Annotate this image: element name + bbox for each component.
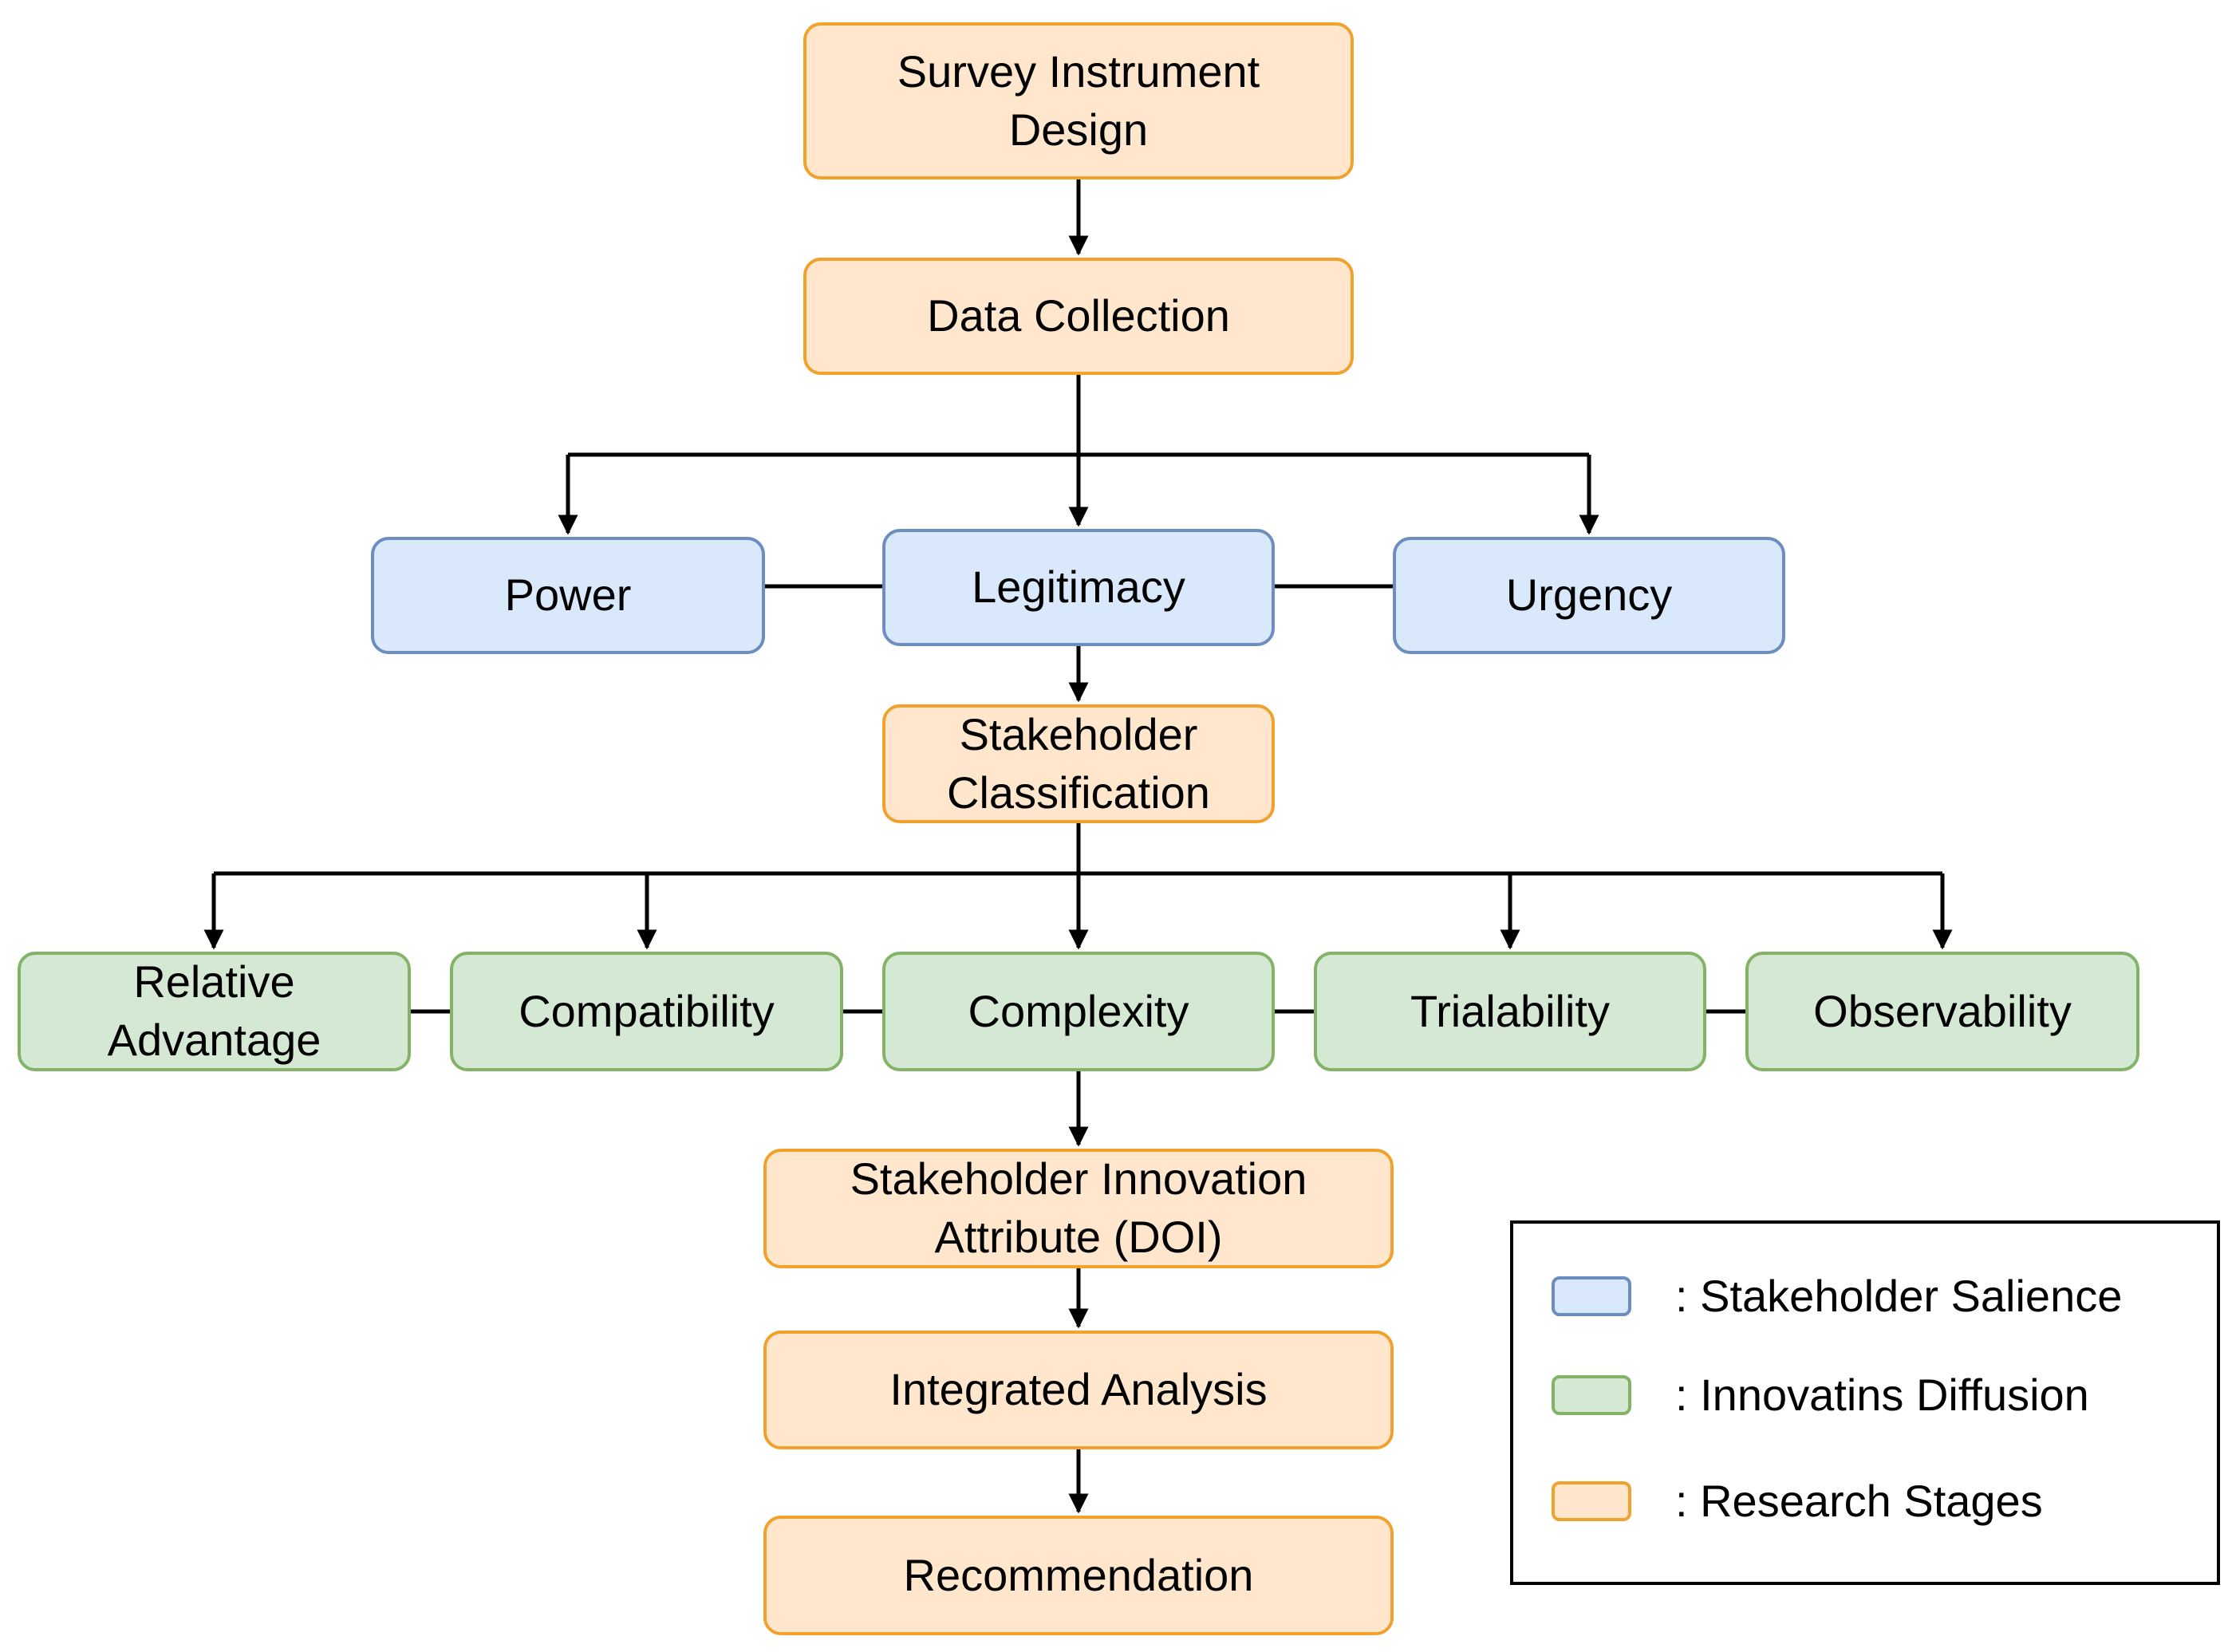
survey-instrument-design-label: Survey Instrument Design	[897, 45, 1260, 155]
urgency-node: Urgency	[1393, 537, 1785, 654]
compatibility-node: Compatibility	[450, 952, 843, 1071]
legend-swatch-diffusion	[1552, 1374, 1631, 1415]
legitimacy-label: Legitimacy	[972, 562, 1185, 613]
stakeholder-innovation-attribute-label: Stakeholder Innovation Attribute (DOI)	[850, 1153, 1307, 1262]
trialability-node: Trialability	[1314, 952, 1706, 1071]
complexity-node: Complexity	[882, 952, 1275, 1071]
recommendation-node: Recommendation	[763, 1516, 1394, 1635]
observability-label: Observability	[1813, 985, 2072, 1036]
legend-swatch-salience	[1552, 1275, 1631, 1316]
legend-label-research: : Research Stages	[1675, 1476, 2043, 1526]
data-collection-label: Data Collection	[927, 290, 1230, 341]
legend-row-salience: : Stakeholder Salience	[1513, 1270, 2122, 1322]
legitimacy-node: Legitimacy	[882, 529, 1275, 646]
trialability-label: Trialability	[1410, 985, 1610, 1036]
legend-row-diffusion: : Innovatins Diffusion	[1513, 1369, 2089, 1421]
compatibility-label: Compatibility	[519, 985, 775, 1036]
power-node: Power	[371, 537, 765, 654]
integrated-analysis-label: Integrated Analysis	[889, 1364, 1268, 1415]
complexity-label: Complexity	[968, 985, 1189, 1036]
observability-node: Observability	[1745, 952, 2139, 1071]
legend-label-salience: : Stakeholder Salience	[1675, 1271, 2123, 1321]
relative-advantage-node: Relative Advantage	[18, 952, 411, 1071]
legend-swatch-research	[1552, 1480, 1631, 1521]
data-collection-node: Data Collection	[803, 258, 1354, 375]
legend-label-diffusion: : Innovatins Diffusion	[1675, 1370, 2089, 1420]
integrated-analysis-node: Integrated Analysis	[763, 1331, 1394, 1449]
stakeholder-innovation-attribute-node: Stakeholder Innovation Attribute (DOI)	[763, 1149, 1394, 1268]
urgency-label: Urgency	[1505, 570, 1673, 621]
stakeholder-classification-node: Stakeholder Classification	[882, 704, 1275, 823]
legend-row-research: : Research Stages	[1513, 1475, 2043, 1527]
survey-instrument-design-node: Survey Instrument Design	[803, 22, 1354, 179]
relative-advantage-label: Relative Advantage	[107, 956, 321, 1065]
power-label: Power	[504, 570, 632, 621]
legend: : Stakeholder Salience : Innovatins Diff…	[1510, 1220, 2220, 1585]
stakeholder-classification-label: Stakeholder Classification	[947, 708, 1210, 818]
recommendation-label: Recommendation	[903, 1549, 1254, 1600]
